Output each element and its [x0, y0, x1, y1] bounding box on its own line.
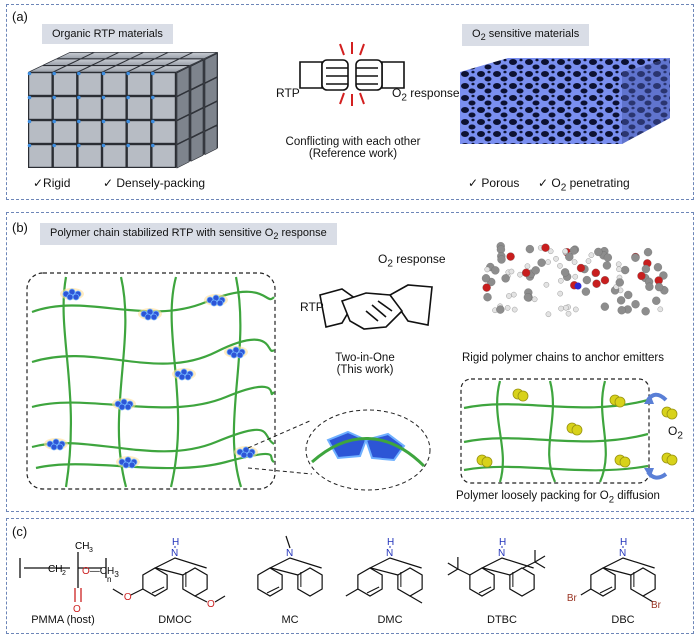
polymer-network [26, 272, 276, 490]
molecule-label-mc: MC [281, 614, 299, 626]
svg-text:H: H [499, 537, 506, 548]
loose-packing-network [460, 378, 678, 484]
o2-sensitive-title: O2 sensitive materials [462, 24, 590, 47]
conflict-caption: Conflicting with each other (Reference w… [285, 136, 421, 160]
svg-text:N: N [386, 548, 393, 559]
panel-c-label: (c) [12, 524, 28, 539]
prop-porous: ✓ Porous [468, 176, 520, 190]
two-in-one-caption: Two-in-One (This work) [335, 352, 395, 376]
svg-text:N: N [286, 548, 293, 559]
fist-o2-label: O2 response [392, 86, 460, 104]
svg-text:O: O [124, 592, 132, 603]
svg-text:Br: Br [567, 593, 578, 604]
rigid-chains-caption: Rigid polymer chains to anchor emitters [462, 352, 664, 364]
svg-text:n: n [107, 575, 111, 584]
pmma-ester-label: O—CH3 [82, 566, 119, 579]
svg-text:CH: CH [48, 564, 62, 575]
molecule-label-dmoc: DMOC [158, 614, 192, 626]
panel-b-title: Polymer chain stabilized RTP with sensit… [40, 223, 337, 246]
panel-a [6, 4, 694, 200]
panel-c [6, 518, 694, 634]
rigid-cube-stack [27, 52, 218, 169]
svg-text:H: H [172, 537, 179, 548]
svg-text:N: N [498, 548, 505, 559]
svg-text:O: O [73, 604, 81, 615]
conflicting-fists-icon [299, 42, 405, 106]
prop-o2-penetrating: ✓ O2 penetrating [538, 176, 630, 194]
zoom-callout [247, 409, 431, 491]
fist-rtp-label: RTP [276, 86, 300, 100]
handshake-o2-label: O2 response [378, 252, 446, 270]
molecule-label-dmc: DMC [377, 614, 403, 626]
organic-rtp-title: Organic RTP materials [42, 24, 173, 44]
svg-text:N: N [619, 548, 626, 559]
svg-text:O: O [207, 599, 215, 610]
handshake-rtp-label: RTP [300, 300, 324, 314]
handshake-icon [319, 284, 433, 330]
svg-text:H: H [620, 537, 627, 548]
svg-text:3: 3 [89, 547, 93, 554]
panel-b [6, 212, 694, 512]
panel-b-label: (b) [12, 220, 28, 235]
molecule-label-dbc: DBC [611, 614, 635, 626]
svg-text:Br: Br [651, 600, 662, 611]
prop-rigid: ✓Rigid [33, 176, 71, 190]
svg-text:CH: CH [75, 541, 89, 552]
molecular-model [481, 242, 669, 317]
o2-diffusion-label: O2 [668, 424, 683, 442]
svg-text:2: 2 [62, 570, 66, 577]
svg-text:H: H [387, 537, 394, 548]
svg-text:N: N [171, 548, 178, 559]
loose-packing-caption: Polymer loosely packing for O2 diffusion [456, 490, 660, 506]
molecule-label-pmma: PMMA (host) [31, 614, 95, 626]
porous-block [460, 58, 670, 144]
prop-densely-packing: ✓ Densely-packing [103, 176, 206, 190]
molecule-label-dtbc: DTBC [487, 614, 517, 626]
panel-a-label: (a) [12, 9, 28, 24]
